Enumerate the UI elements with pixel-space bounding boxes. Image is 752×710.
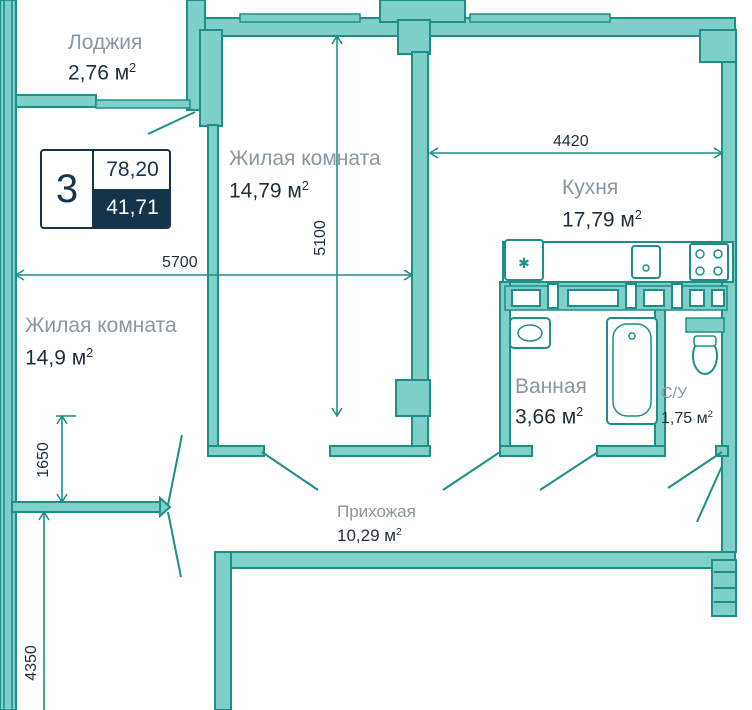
cabinet-door xyxy=(643,289,665,307)
wall-room2-bottom xyxy=(11,501,165,513)
living1-area: 14,79 м2 xyxy=(229,179,309,203)
kitchen-area: 17,79 м2 xyxy=(562,208,642,232)
dim-corridor: 1650 xyxy=(35,442,52,478)
entry-door-swing xyxy=(696,465,723,523)
wall-loggia-bottom xyxy=(15,94,97,108)
cabinet-small xyxy=(547,283,559,309)
wall-top-column-block xyxy=(397,19,431,55)
dim-arrow xyxy=(56,493,68,504)
dim-arrow xyxy=(428,147,439,159)
dim-arrow xyxy=(331,407,343,418)
fridge-icon: ✱ xyxy=(518,255,530,271)
loggia-area: 2,76 м2 xyxy=(68,61,137,85)
dim-kitchen-width: 4420 xyxy=(553,133,589,150)
wall-top-window-1 xyxy=(239,13,361,23)
wall-bath-bottom xyxy=(596,445,666,457)
dim-arrow xyxy=(403,269,414,281)
room1-door-swing xyxy=(261,451,319,491)
stove-burner-icon xyxy=(713,249,723,259)
dim-room-depth: 5100 xyxy=(312,220,329,256)
wall-right-corner xyxy=(699,29,737,63)
loggia-name: Лоджия xyxy=(68,31,143,54)
bathroom-sink xyxy=(509,317,551,349)
stove-burner-icon xyxy=(713,266,723,276)
bathroom-name: Ванная xyxy=(515,375,587,398)
bathroom-area: 3,66 м2 xyxy=(515,405,584,429)
toilet-seat-icon xyxy=(693,335,717,347)
room-count: 3 xyxy=(42,151,94,227)
wall-top-window-2 xyxy=(469,13,611,23)
wall-bath-foot xyxy=(499,445,533,457)
wc-name: С/У xyxy=(661,385,688,402)
living2-area: 14,9 м2 xyxy=(25,346,94,370)
dim-side: 4350 xyxy=(23,645,40,681)
wall-wc-bottom xyxy=(715,445,729,457)
cabinet-small xyxy=(671,283,683,309)
bathtub-drain-icon xyxy=(628,332,636,340)
wc-tank xyxy=(685,317,725,333)
dim-arrow xyxy=(713,147,724,159)
living-area: 41,71 xyxy=(94,189,169,227)
wall-partition-1-foot xyxy=(329,445,431,457)
stove-burner-icon xyxy=(695,266,705,276)
bathtub-inner xyxy=(612,323,652,417)
bath-door-swing xyxy=(442,451,501,491)
cabinet-door xyxy=(711,289,725,307)
wall-room1-corner xyxy=(199,29,223,127)
dim-arrow xyxy=(56,414,68,425)
wall-bottom-horizontal xyxy=(214,551,736,569)
bathtub xyxy=(606,317,658,425)
kitchen-stove xyxy=(689,243,729,281)
living1-name: Жилая комната xyxy=(229,147,381,170)
hallway-name: Прихожая xyxy=(337,502,416,521)
cabinet-door xyxy=(689,289,705,307)
wall-left-inner-strip xyxy=(3,0,13,710)
wall-room1-left xyxy=(207,124,219,453)
wall-partition-1-bottom-block xyxy=(395,379,431,417)
dim-arrow xyxy=(331,34,343,45)
sink-drain-icon xyxy=(642,264,650,272)
dim-arrow xyxy=(38,510,50,521)
room2-door-swing-2 xyxy=(167,511,182,578)
total-area: 78,20 xyxy=(106,158,159,181)
dim-arrow xyxy=(14,269,25,281)
wall-room1-bottom xyxy=(207,445,265,457)
bath-door2-swing xyxy=(539,451,599,491)
stove-burner-icon xyxy=(695,249,705,259)
living2-name: Жилая комната xyxy=(25,314,177,337)
wall-top-column xyxy=(379,0,466,23)
wall-loggia-window xyxy=(95,99,191,109)
room2-door-swing xyxy=(167,434,183,506)
wall-room2-door-notch xyxy=(159,495,172,519)
kitchen-sink xyxy=(631,245,661,279)
bathroom-sink-basin-icon xyxy=(517,324,543,342)
cabinet-door xyxy=(567,289,619,307)
cabinet-door xyxy=(511,289,541,307)
wall-bottom-vertical xyxy=(214,551,232,710)
dim-room-width: 5700 xyxy=(162,254,198,271)
cabinet-small xyxy=(625,283,637,309)
wc-area: 1,75 м2 xyxy=(661,409,713,427)
apartment-summary-badge: 3 78,20 41,71 xyxy=(40,149,171,229)
wc-door-swing xyxy=(667,451,723,489)
hallway-area: 10,29 м2 xyxy=(337,526,402,545)
loggia-door-swing xyxy=(147,111,196,135)
kitchen-name: Кухня xyxy=(562,176,619,199)
kitchen-fridge xyxy=(504,239,544,281)
